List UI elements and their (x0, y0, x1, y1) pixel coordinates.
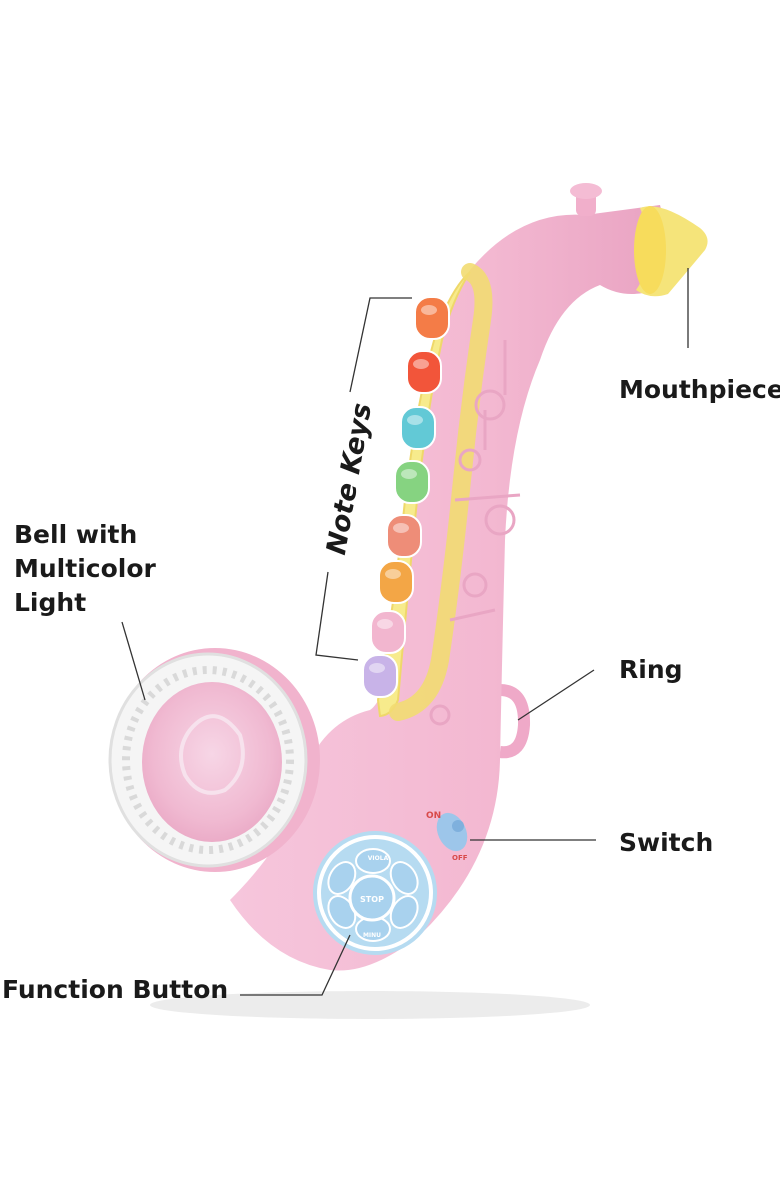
note-key-7[interactable] (370, 610, 406, 654)
note-key-5[interactable] (386, 514, 422, 558)
function-button-2[interactable] (385, 857, 423, 898)
stop-button[interactable] (348, 874, 396, 922)
bell-callout-line (121, 621, 146, 701)
mouthpiece-shape (634, 206, 708, 297)
ground-shadow (150, 991, 590, 1019)
function-button-label: Function Button (2, 975, 229, 1004)
note-key-8[interactable] (362, 654, 398, 698)
note-key-highlight (407, 415, 423, 425)
ring-callout-line (517, 669, 595, 721)
note-key-6[interactable] (378, 560, 414, 604)
ring-label: Ring (619, 655, 683, 684)
bell-label-line3: Light (14, 588, 87, 617)
callout-lines (121, 268, 689, 996)
power-switch[interactable]: ON OFF (426, 808, 473, 862)
note-key-1[interactable] (414, 296, 450, 340)
function-callout-line (240, 934, 351, 996)
mouthpiece-label: Mouthpiece (619, 375, 780, 404)
bell-label-line1: Bell with (14, 520, 138, 549)
note-key-3[interactable] (400, 406, 436, 450)
function-button-1[interactable] (355, 848, 391, 874)
note-key-highlight (369, 663, 385, 673)
function-button-cluster: STOP VIOLA MINU (313, 831, 437, 955)
ring-loop (499, 684, 531, 759)
bell-shape (108, 648, 320, 872)
note-keys-callout-top (349, 297, 412, 393)
minu-button-text: MINU (363, 932, 381, 939)
viola-button-text: VIOLA (368, 855, 389, 862)
bell-label-line2: Multicolor (14, 554, 156, 583)
note-key-highlight (401, 469, 417, 479)
note-key-highlight (421, 305, 437, 315)
switch-on-text: ON (426, 811, 441, 821)
embossed-notes (429, 340, 521, 726)
stop-button-text: STOP (360, 895, 384, 904)
note-key-highlight (385, 569, 401, 579)
note-keys (362, 296, 450, 698)
note-key-highlight (413, 359, 429, 369)
note-keys-callout-bottom (315, 571, 359, 661)
function-button-6[interactable] (323, 857, 361, 898)
note-key-4[interactable] (394, 460, 430, 504)
switch-off-text: OFF (452, 854, 468, 862)
note-key-2[interactable] (406, 350, 442, 394)
bell-label: Bell with Multicolor Light (14, 518, 156, 620)
note-key-highlight (377, 619, 393, 629)
switch-label: Switch (619, 828, 714, 857)
note-key-highlight (393, 523, 409, 533)
